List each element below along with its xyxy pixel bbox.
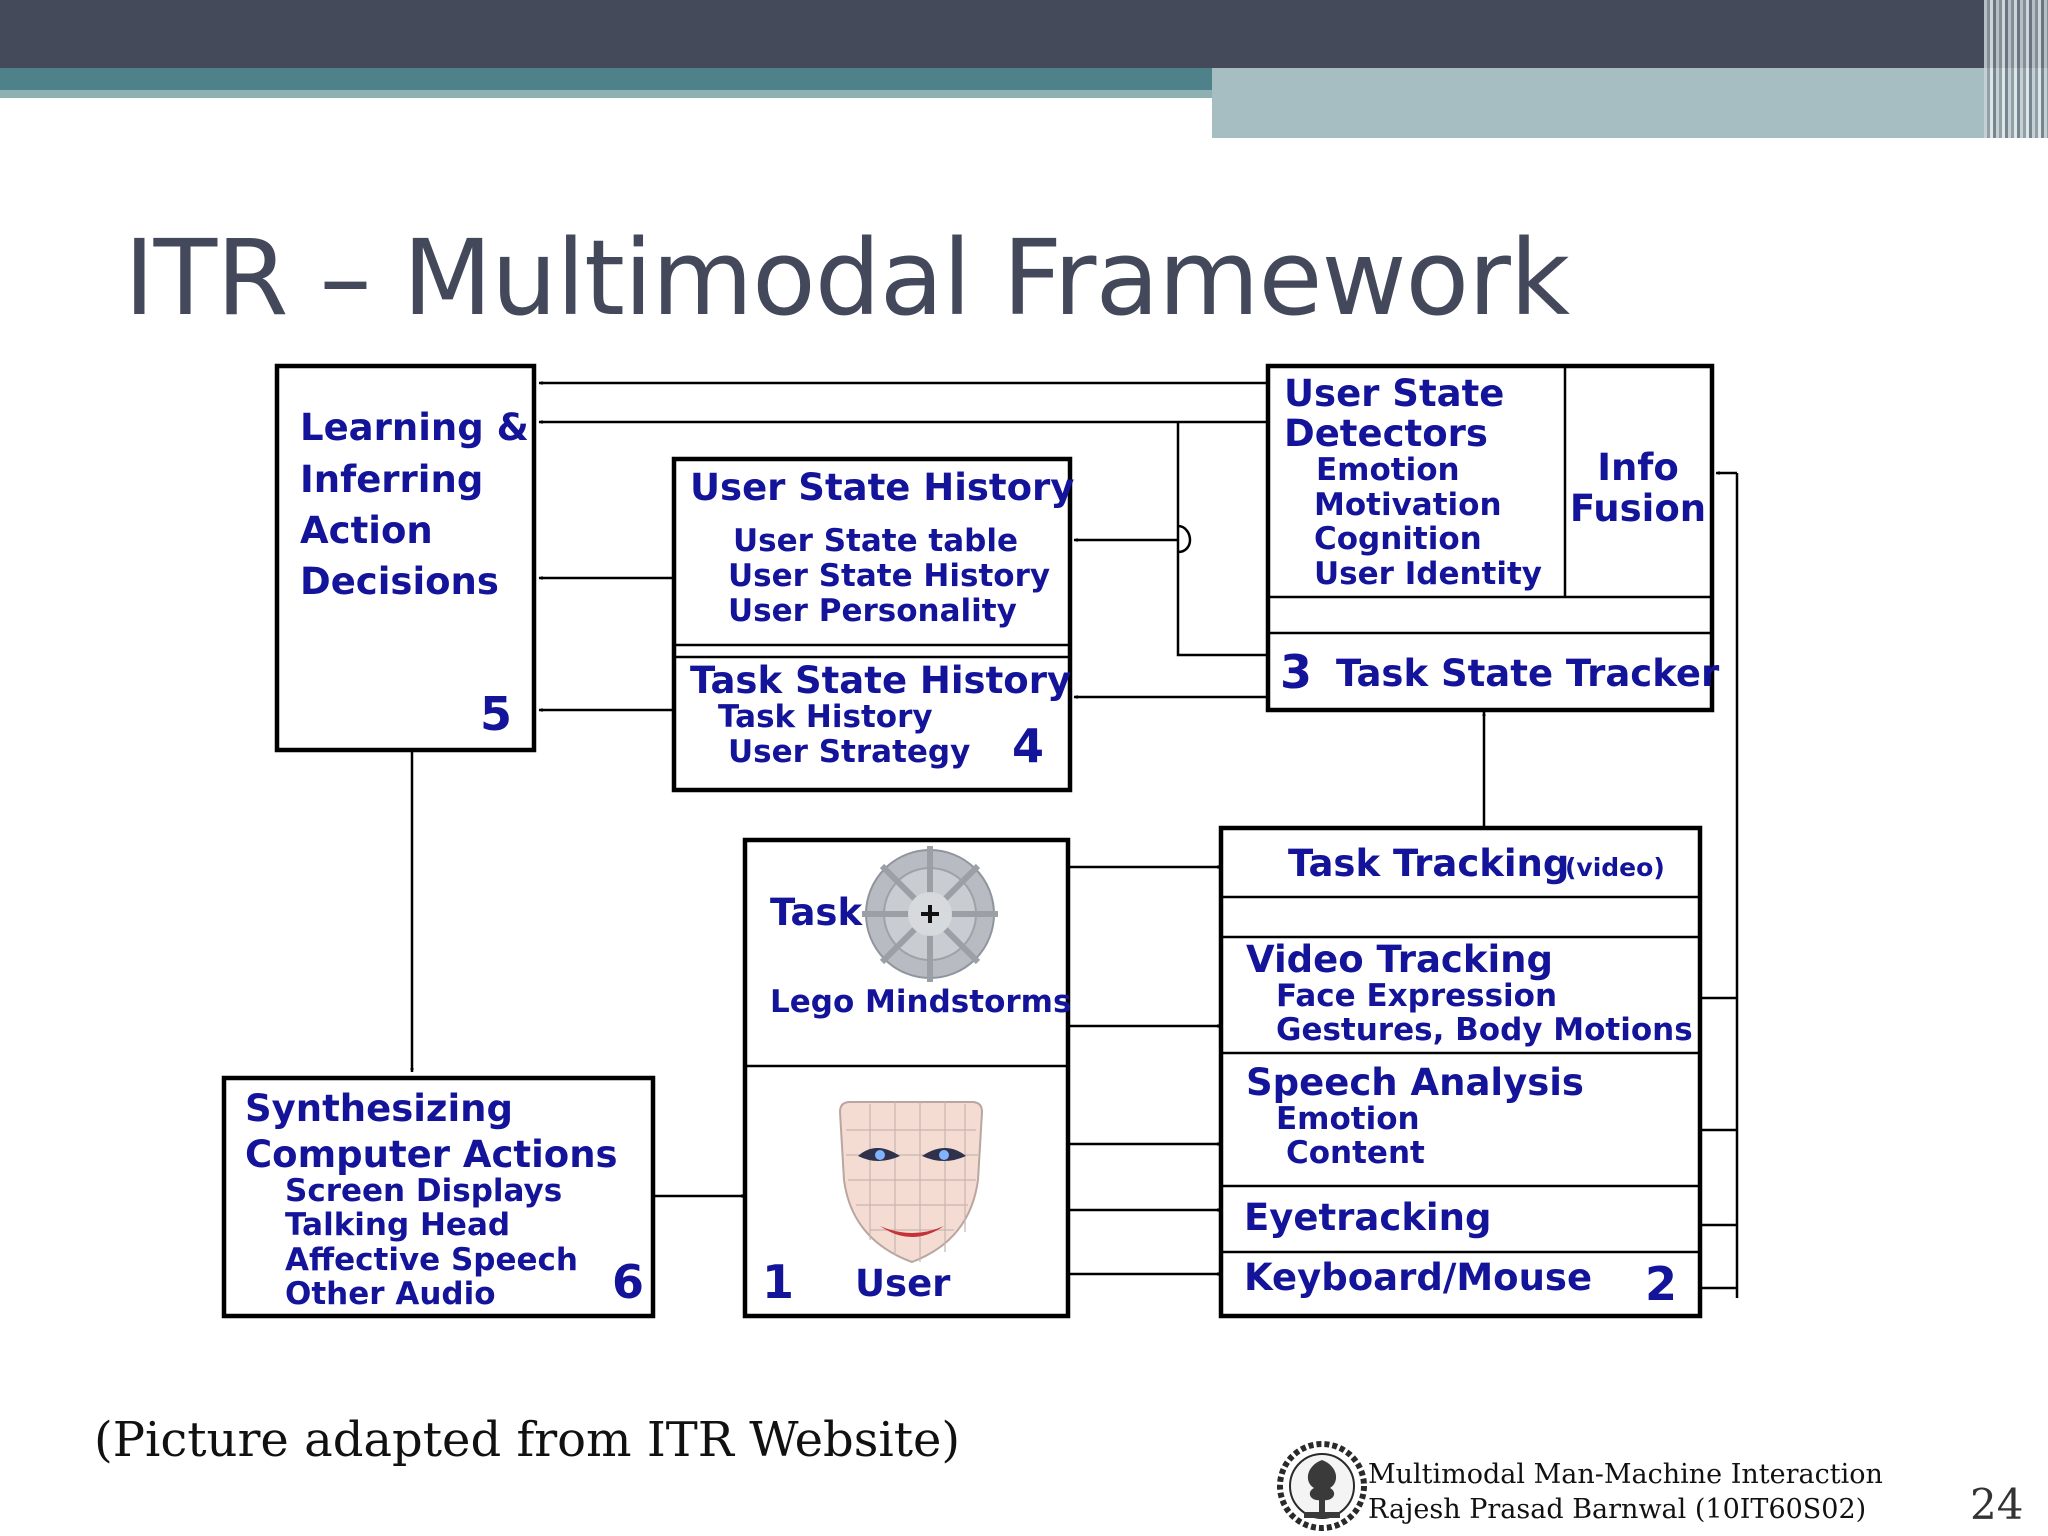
synthesizing-item-2: Talking Head (285, 1207, 510, 1243)
box2-number: 2 (1645, 1257, 1677, 1311)
info-fusion-line-1: Info (1597, 446, 1679, 489)
detectors-item-3: Cognition (1314, 521, 1482, 557)
synthesizing-item-1: Screen Displays (285, 1173, 562, 1209)
detectors-item-4: User Identity (1314, 556, 1542, 592)
box-history-frame (671, 456, 1073, 793)
bracket-curve (1177, 524, 1192, 554)
bracket-line (1176, 422, 1268, 657)
footer: Multimodal Man-Machine Interaction Rajes… (1368, 1457, 1883, 1527)
info-fusion-line-2: Fusion (1570, 487, 1706, 530)
box-task-user: Task Lego Mindstorms (742, 837, 1071, 1319)
detectors-item-2: Motivation (1314, 487, 1502, 523)
task-label: Task (770, 891, 863, 934)
box-modalities-frame (1218, 825, 1703, 1319)
speech-item-1: Emotion (1276, 1101, 1420, 1137)
task-state-tracker-label: Task State Tracker (1336, 652, 1720, 695)
picture-caption: (Picture adapted from ITR Website) (94, 1412, 961, 1468)
header-band-teal (0, 68, 1212, 90)
user-state-history-item-3: User Personality (728, 593, 1017, 629)
synthesizing-item-4: Other Audio (285, 1276, 496, 1312)
page-number: 24 (1970, 1480, 2024, 1529)
learning-line-4: Decisions (300, 560, 499, 603)
speech-analysis-label: Speech Analysis (1246, 1061, 1584, 1104)
talking-head-face-icon (838, 1101, 984, 1264)
task-state-history-item-1: Task History (718, 699, 933, 735)
box-learning-frame (274, 363, 537, 753)
video-tracking-item-1: Face Expression (1276, 978, 1557, 1014)
slide-title: ITR – Multimodal Framework (124, 217, 1570, 339)
learning-line-3: Action (300, 509, 433, 552)
box1-number: 1 (762, 1255, 794, 1309)
task-tracking-label: Task Tracking (1288, 842, 1569, 885)
box4-number: 4 (1012, 719, 1044, 773)
user-state-history-item-2: User State History (728, 558, 1050, 594)
header-band-dark (0, 0, 2048, 68)
box3-number: 3 (1280, 645, 1312, 699)
footer-author: Rajesh Prasad Barnwal (10IT60S02) (1368, 1494, 1867, 1525)
detectors-item-1: Emotion (1316, 452, 1460, 488)
keyboard-mouse-label: Keyboard/Mouse (1244, 1256, 1592, 1299)
box-detectors-frame (1265, 363, 1715, 713)
learning-line-1: Learning & (300, 406, 529, 449)
header-band-teal-light (0, 90, 1212, 98)
box-synthesizing: Synthesizing Computer Actions Screen Dis… (221, 1075, 656, 1319)
synthesizing-item-3: Affective Speech (285, 1242, 578, 1278)
header-stripes (1984, 0, 2048, 138)
task-tracking-note: (video) (1565, 853, 1665, 882)
synthesizing-title-1: Synthesizing (245, 1087, 513, 1130)
box-synthesizing-frame (221, 1075, 656, 1319)
institute-seal-icon (1277, 1441, 1367, 1531)
video-tracking-label: Video Tracking (1246, 938, 1553, 981)
speech-item-2: Content (1286, 1135, 1425, 1171)
user-label: User (855, 1262, 951, 1305)
user-state-history-item-1: User State table (733, 523, 1018, 559)
task-state-history-title: Task State History (690, 659, 1071, 702)
detectors-title-1: User State (1284, 372, 1504, 415)
box6-number: 6 (612, 1255, 644, 1309)
detectors-title-2: Detectors (1284, 412, 1488, 455)
box-learning-inferring: Learning & Inferring Action Decisions 5 (274, 363, 537, 753)
lego-mindstorms-label: Lego Mindstorms (770, 984, 1071, 1020)
eyetracking-label: Eyetracking (1244, 1196, 1491, 1239)
video-tracking-item-2: Gestures, Body Motions (1276, 1012, 1693, 1048)
box-input-modalities: Task Tracking (video) Video Tracking Fac… (1218, 825, 1703, 1319)
synthesizing-title-2: Computer Actions (245, 1133, 618, 1176)
box-state-history: User State History User State table User… (671, 456, 1074, 793)
learning-line-2: Inferring (300, 458, 483, 501)
task-state-history-item-2: User Strategy (728, 734, 970, 770)
user-state-history-title: User State History (690, 466, 1074, 509)
footer-course-title: Multimodal Man-Machine Interaction (1368, 1459, 1883, 1490)
box-user-state-detectors: User State Detectors Emotion Motivation … (1265, 363, 1720, 713)
connector-lines (410, 381, 1739, 1298)
header-band-light (1212, 68, 2048, 138)
box5-number: 5 (480, 687, 512, 741)
lego-gear-icon (862, 846, 998, 982)
